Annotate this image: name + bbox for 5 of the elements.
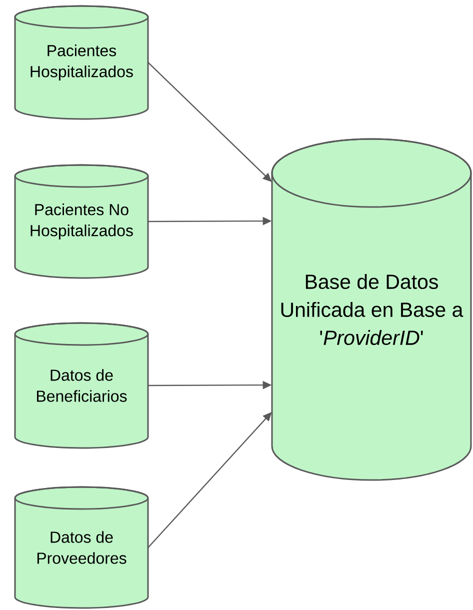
database-cylinder: Pacientes Hospitalizados — [14, 5, 149, 120]
database-cylinder: Base de Datos Unificada en Base a 'ProviderID' — [271, 138, 472, 481]
database-cylinder: Datos de Proveedores — [14, 486, 149, 609]
database-cylinder: Pacientes No Hospitalizados — [14, 164, 149, 279]
database-cylinder: Datos de Beneficiarios — [14, 322, 149, 449]
